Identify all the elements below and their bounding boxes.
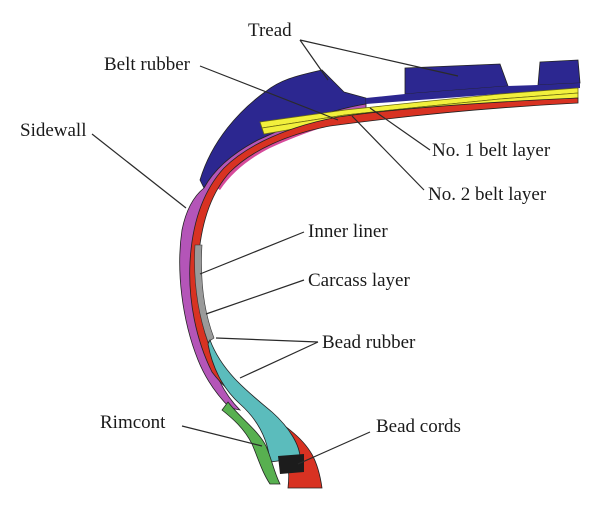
label-belt-rubber: Belt rubber xyxy=(104,54,191,75)
leader-carcass xyxy=(205,279,305,315)
label-bead-cords: Bead cords xyxy=(376,416,461,437)
leader-sidewall xyxy=(91,133,187,209)
label-tread: Tread xyxy=(248,20,292,41)
leader-belt-2 xyxy=(351,115,425,191)
label-rimcont: Rimcont xyxy=(100,412,166,433)
leader-tread-b xyxy=(299,39,459,77)
inner-liner xyxy=(194,244,215,343)
tread-right-block xyxy=(537,59,581,86)
leader-belt-1 xyxy=(369,107,431,151)
leader-rimcont xyxy=(181,425,263,447)
label-bead-rubber: Bead rubber xyxy=(322,332,416,353)
leader-bead-rubber-b xyxy=(239,341,319,379)
tread xyxy=(199,59,581,189)
leader-inner-liner xyxy=(199,231,305,275)
label-carcass-layer: Carcass layer xyxy=(308,270,410,291)
carcass-layer xyxy=(189,97,579,489)
labels: Tread Belt rubber Sidewall No. 1 belt la… xyxy=(20,20,551,437)
leader-lines xyxy=(91,39,459,465)
bead-cords xyxy=(278,454,304,474)
tread-base-strip xyxy=(366,83,580,104)
rimcont xyxy=(221,401,281,485)
leader-belt-rubber xyxy=(199,65,339,121)
label-inner-liner: Inner liner xyxy=(308,221,388,242)
leader-tread-a xyxy=(299,39,329,81)
label-no1-belt-layer: No. 1 belt layer xyxy=(432,140,551,161)
label-no2-belt-layer: No. 2 belt layer xyxy=(428,184,547,205)
leader-bead-cords xyxy=(297,431,371,465)
label-sidewall: Sidewall xyxy=(20,120,87,141)
sidewall xyxy=(179,103,367,411)
leader-bead-rubber-a xyxy=(215,337,319,343)
